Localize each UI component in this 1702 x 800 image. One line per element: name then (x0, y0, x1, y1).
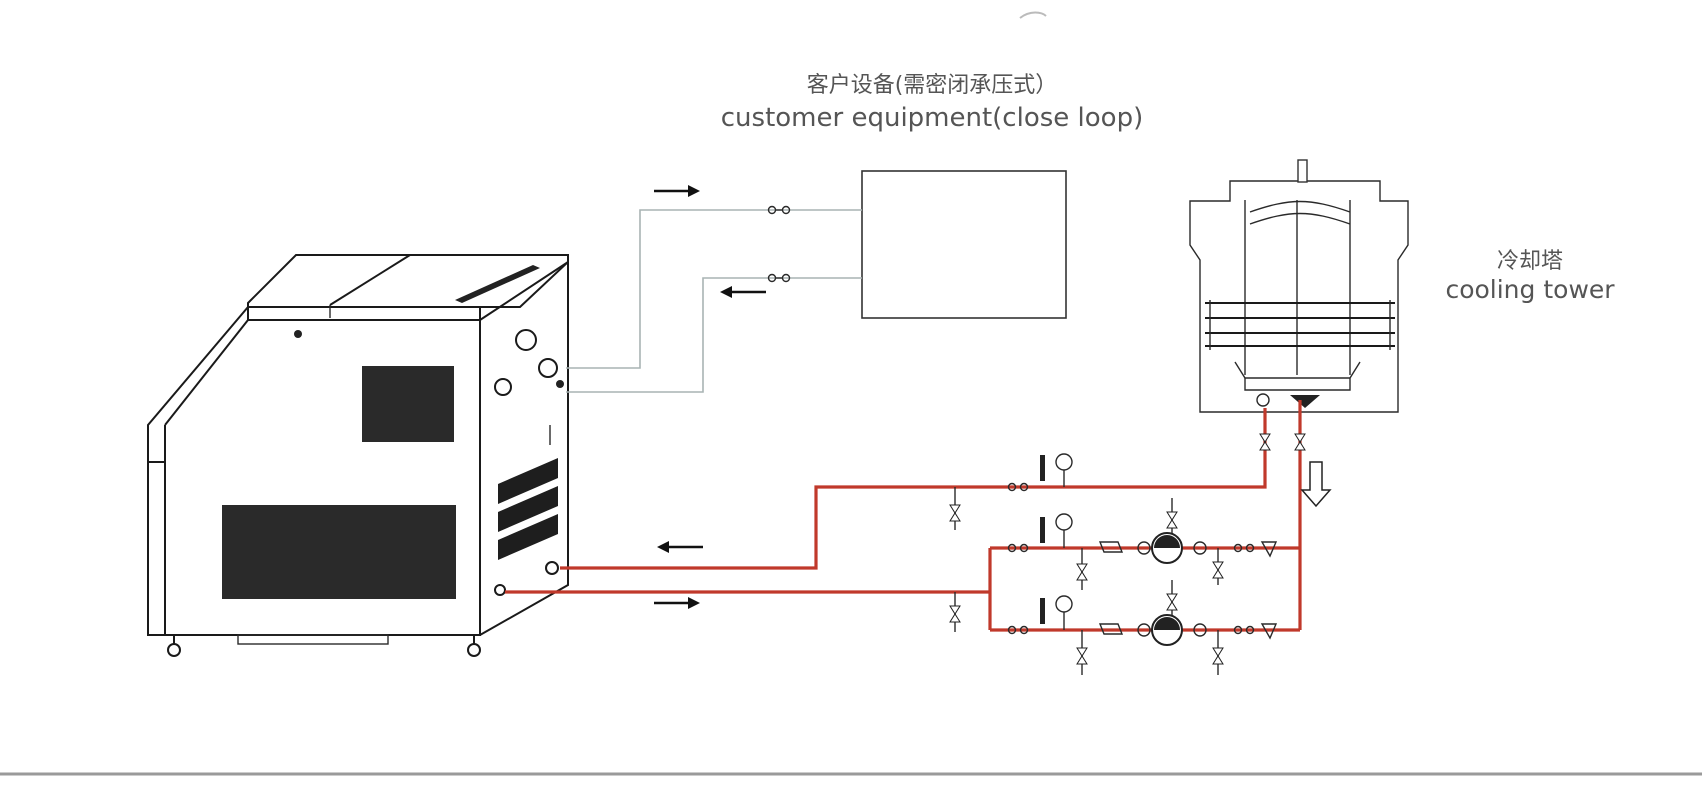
filter-icon (1098, 623, 1124, 635)
drain-valve-icon (1212, 630, 1224, 675)
valve-icon (1007, 482, 1029, 492)
lower-grille (222, 505, 456, 599)
flow-arrow-icon (654, 597, 700, 609)
cooling-tower-label-en: cooling tower (1445, 275, 1615, 304)
flow-arrow-icon (654, 185, 700, 197)
drain-valve-icon (1076, 548, 1088, 590)
drain-valve-icon (949, 487, 961, 530)
drain-valve-icon (949, 592, 961, 632)
chiller-unit (147, 254, 569, 657)
pressure-gauge-icon (1040, 513, 1073, 548)
valve-icon (1294, 400, 1306, 451)
drain-valve-icon (1076, 630, 1088, 675)
flow-arrow-icon (1300, 461, 1332, 508)
cooling-tower (1189, 159, 1409, 413)
valve-icon (767, 205, 791, 215)
pressure-gauge-icon (1040, 595, 1073, 630)
valve-icon (767, 273, 791, 283)
customer-loop-piping (566, 209, 862, 393)
drain-valve-icon (1212, 548, 1224, 585)
cooling-tower-label-cn: 冷却塔 (1497, 249, 1563, 274)
pump-icon (1137, 532, 1207, 564)
pressure-gauge-icon (1040, 453, 1073, 487)
upper-grille (362, 366, 454, 442)
check-valve-icon (1233, 623, 1278, 640)
valve-icon (1259, 433, 1271, 451)
customer-equipment-label-cn: 客户设备(需密闭承压式） (807, 73, 1058, 98)
customer-equipment-label-en: customer equipment(close loop) (721, 103, 1143, 133)
check-valve-icon (1233, 541, 1278, 558)
valve-icon (1007, 625, 1029, 635)
flow-arrow-icon (720, 286, 766, 298)
pump-icon (1137, 614, 1207, 646)
flow-arrow-icon (657, 541, 703, 553)
customer-equipment-box (861, 170, 1067, 319)
valve-icon (1007, 543, 1029, 553)
cooling-water-piping (505, 408, 1302, 632)
filter-icon (1098, 541, 1124, 553)
